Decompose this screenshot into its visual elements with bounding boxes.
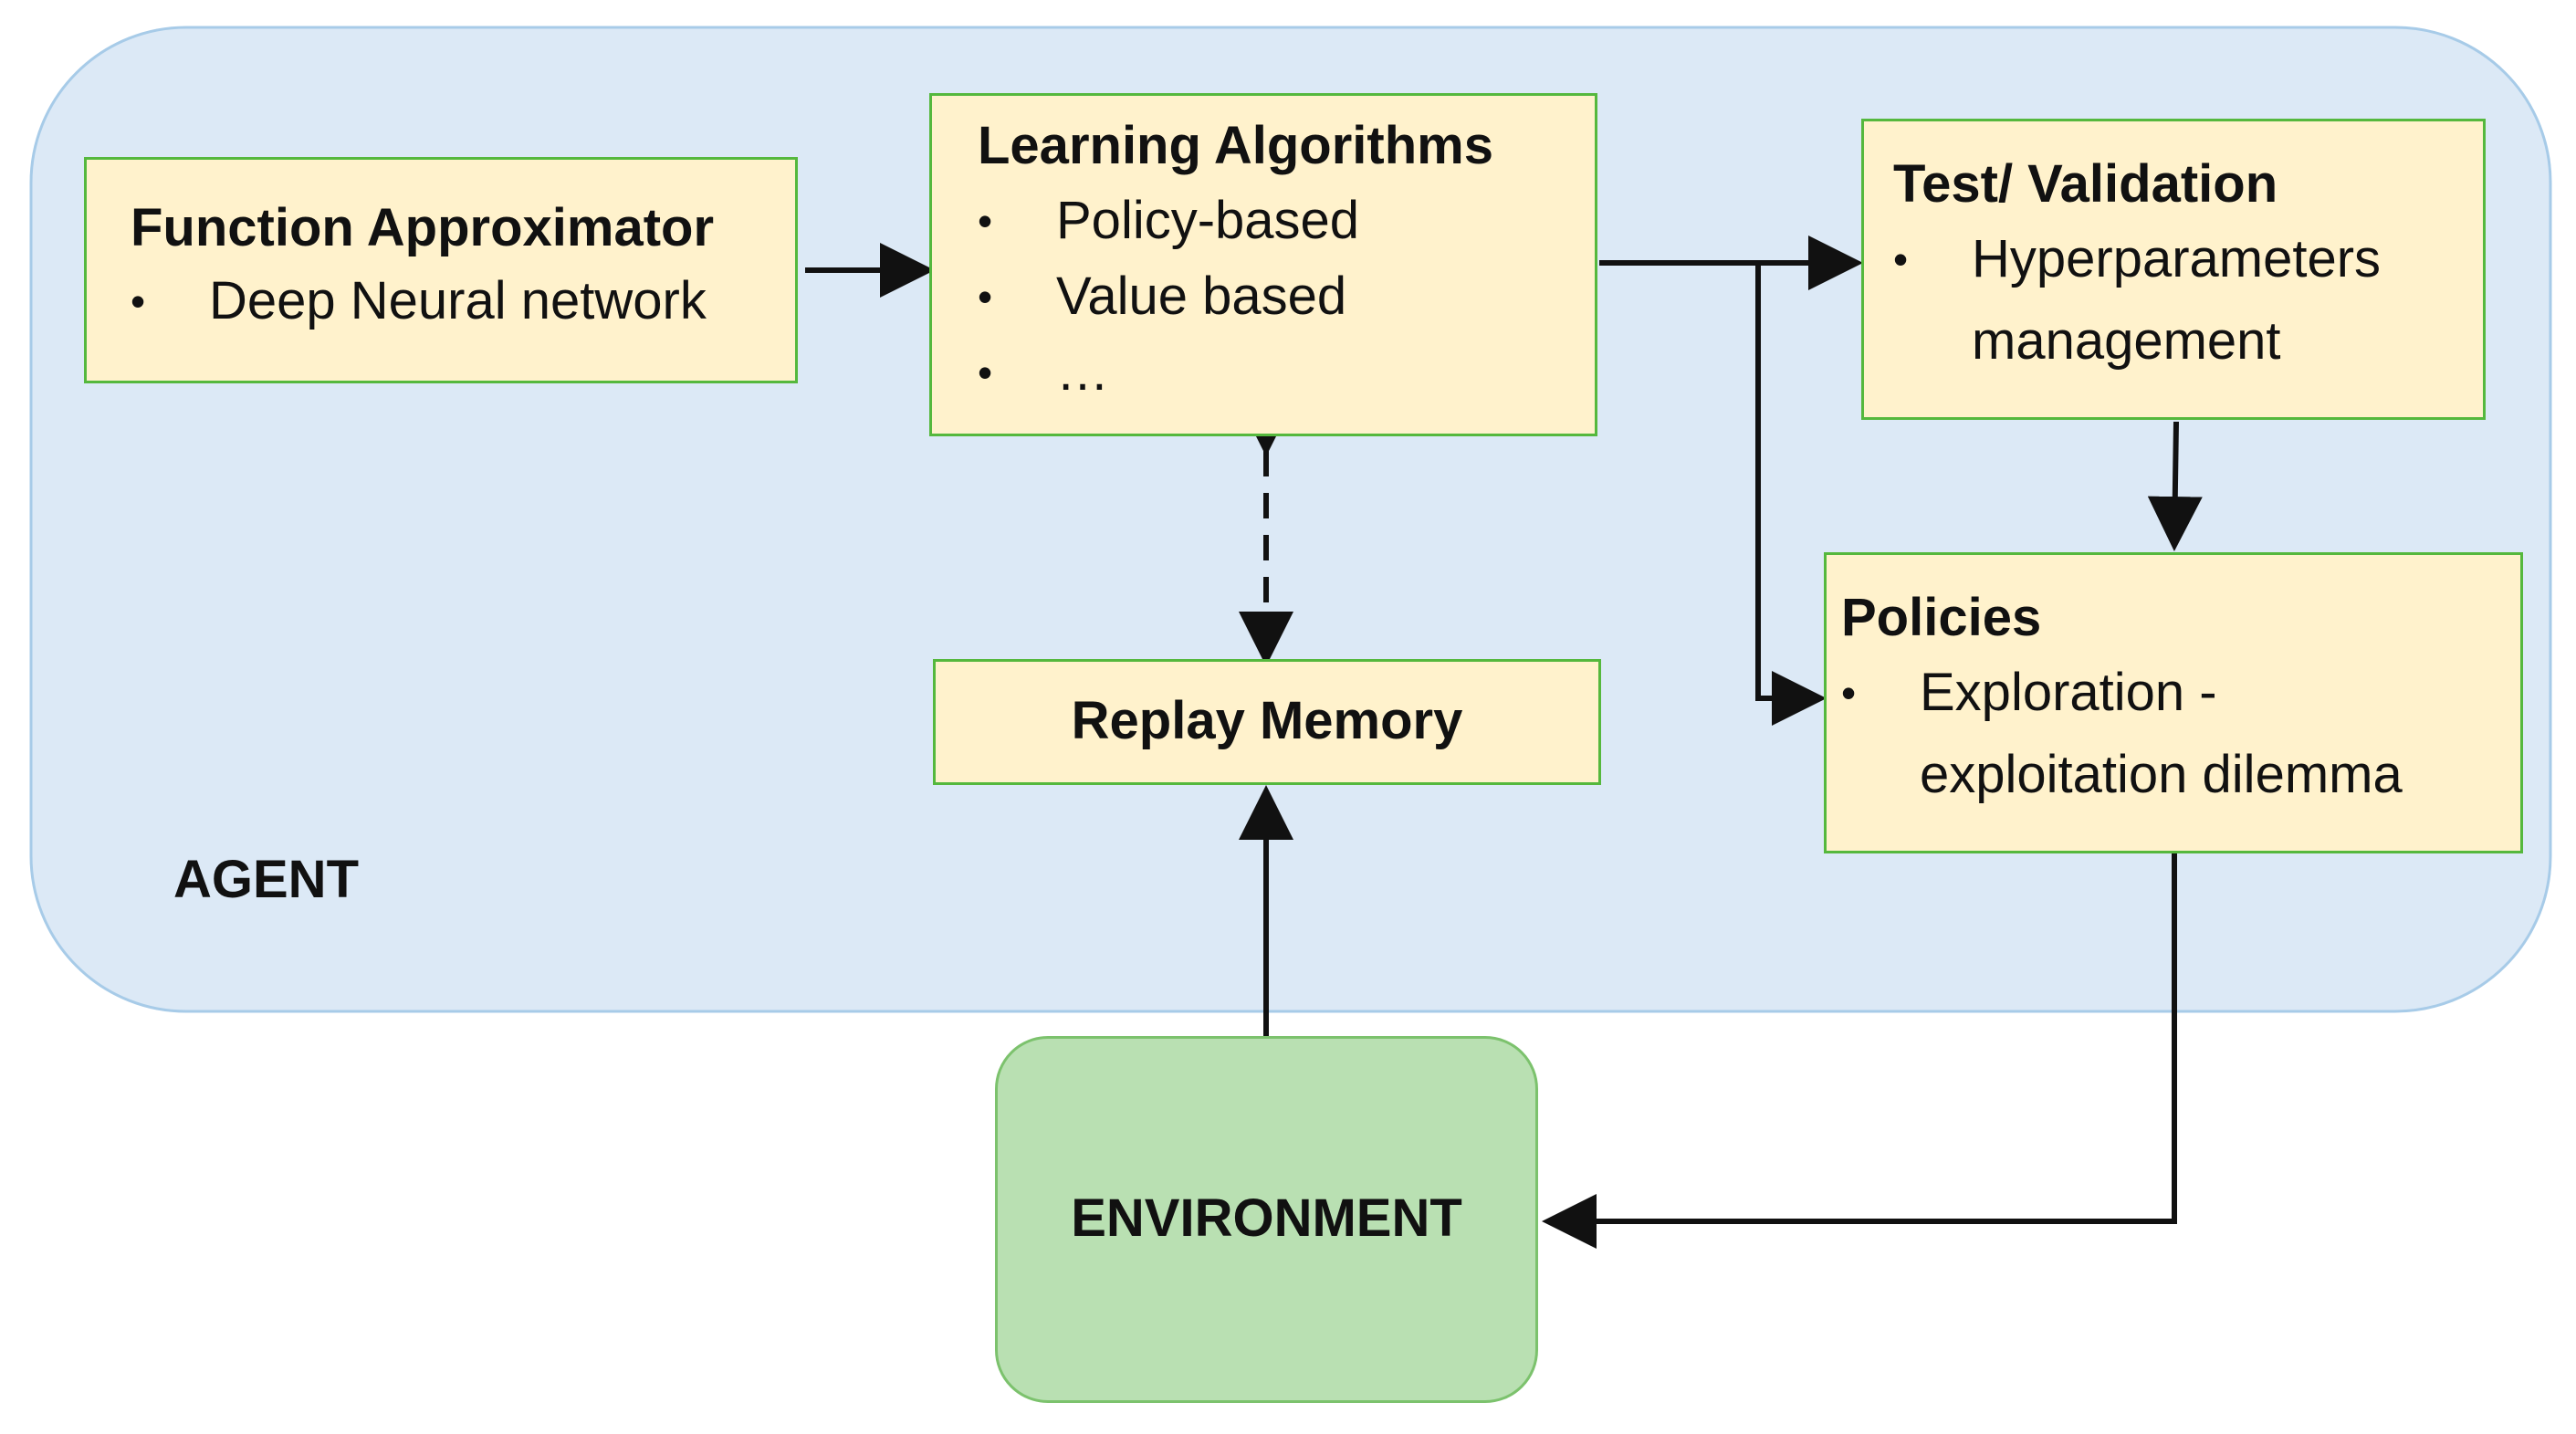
learning-algorithms-title: Learning Algorithms: [978, 116, 1493, 175]
function-approximator-title: Function Approximator: [131, 198, 715, 257]
test-validation-continuation: management: [1972, 311, 2281, 371]
policies-list: Exploration -: [1841, 655, 2217, 731]
learning-algorithms-item: …: [978, 335, 1359, 411]
function-approximator-list: Deep Neural network: [131, 264, 707, 340]
test-to-policies-arrow: [2147, 421, 2203, 551]
replay-memory-title: Replay Memory: [1071, 691, 1463, 750]
function-approximator-item: Deep Neural network: [131, 264, 707, 340]
environment-box: ENVIRONMENT: [995, 1036, 1538, 1403]
policies-to-environment-arrow: [1542, 853, 2177, 1249]
policies-box: Policies Exploration - exploitation dile…: [1824, 552, 2523, 853]
learning-algorithms-item: Policy-based: [978, 183, 1359, 259]
test-validation-list: Hyperparameters: [1893, 222, 2381, 298]
replay-memory-box: Replay Memory: [933, 659, 1601, 785]
learning-algorithms-box: Learning Algorithms Policy-based Value b…: [929, 93, 1597, 436]
test-validation-box: Test/ Validation Hyperparameters managem…: [1861, 119, 2486, 420]
learning-algorithms-item: Value based: [978, 259, 1359, 335]
test-validation-title: Test/ Validation: [1893, 154, 2278, 214]
test-validation-item: Hyperparameters: [1893, 222, 2381, 298]
policies-continuation: exploitation dilemma: [1920, 745, 2403, 804]
function-approximator-box: Function Approximator Deep Neural networ…: [84, 157, 798, 383]
policies-title: Policies: [1841, 588, 2042, 647]
policies-item: Exploration -: [1841, 655, 2217, 731]
environment-label: ENVIRONMENT: [1071, 1188, 1462, 1248]
agent-label: AGENT: [173, 850, 359, 909]
learning-to-policies-arrow: [1755, 263, 1827, 726]
learning-algorithms-list: Policy-based Value based …: [978, 183, 1359, 411]
